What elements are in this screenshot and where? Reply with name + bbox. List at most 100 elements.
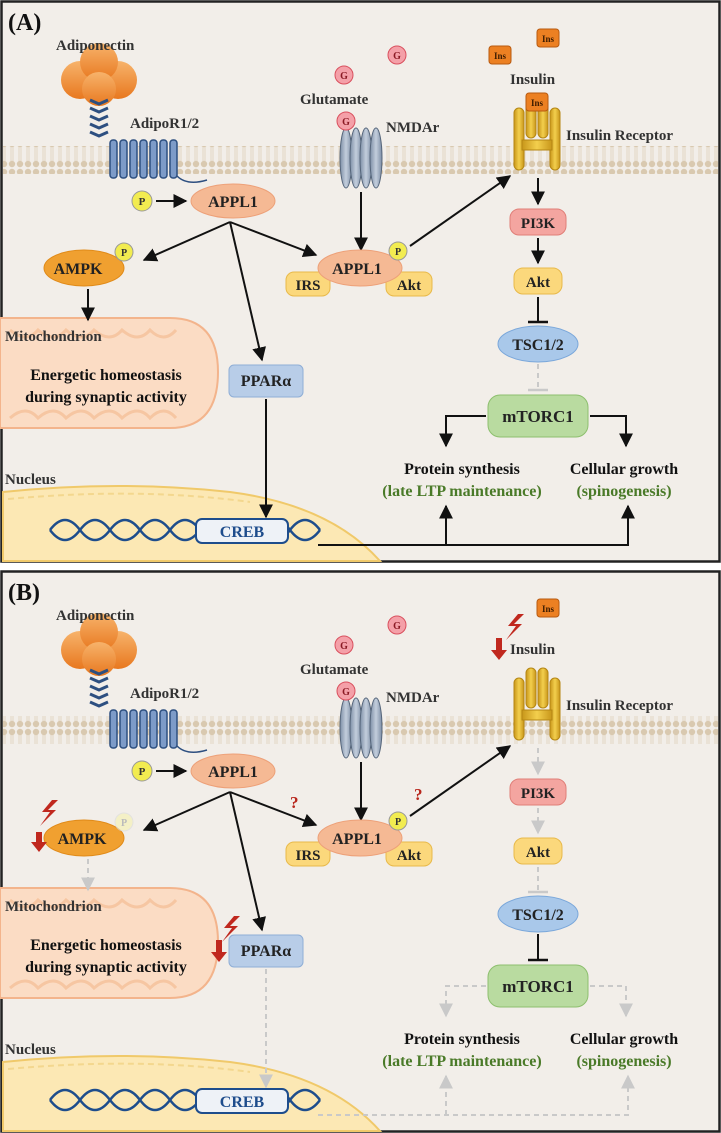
phospho-badge — [388, 241, 408, 261]
mitochondrion — [0, 317, 220, 429]
appl1-top-node — [190, 753, 276, 789]
glutamate-badge — [334, 65, 354, 85]
adipor-receptor — [109, 139, 208, 183]
tsc-node — [497, 325, 579, 363]
insulin-badge-text: Ins — [542, 604, 555, 614]
insulin-receptor-label: Insulin Receptor — [566, 128, 673, 144]
down-arrow-icon — [31, 832, 47, 852]
glutamate-badge-text: G — [342, 117, 350, 128]
energetic-label-2: during synaptic activity — [25, 959, 187, 976]
phospho-badge-text: P — [395, 817, 401, 828]
glutamate-label: Glutamate — [300, 662, 369, 678]
appl1-top-label: APPL1 — [208, 764, 258, 781]
protein-synthesis-label: Protein synthesis — [404, 461, 520, 478]
akt-mid-node — [385, 271, 433, 297]
question-mark: ? — [414, 785, 423, 804]
late-ltp-label: (late LTP maintenance) — [382, 1053, 541, 1070]
insulin-label: Insulin — [510, 72, 556, 88]
arrow-appl1-ppar — [229, 221, 266, 362]
dashed-mtor-growth — [590, 985, 633, 1018]
mitochondrion-label: Mitochondrion — [5, 899, 102, 915]
phospho-badge-text: P — [121, 818, 127, 829]
pi3k-label: PI3K — [521, 216, 556, 232]
mitochondrion-label: Mitochondrion — [5, 329, 102, 345]
arrow-appl1-receptor — [409, 175, 512, 247]
arrow-appl1-ampk — [142, 791, 231, 832]
mitochondrion — [0, 887, 220, 999]
insulin-receptor-label: Insulin Receptor — [566, 698, 673, 714]
glutamate-badge-text: G — [393, 621, 401, 632]
nmdar-channel — [339, 697, 383, 759]
mtorc1-node — [487, 964, 589, 1008]
akt-right-label: Akt — [526, 275, 550, 291]
panel-b: (B) Adiponectin AdipoR1/2 P APPL1 ? AMPK — [0, 570, 721, 1133]
mtorc1-node — [487, 394, 589, 438]
insulin-receptor — [513, 667, 561, 741]
spinogenesis-label: (spinogenesis) — [576, 483, 671, 500]
akt-mid-label: Akt — [397, 848, 421, 864]
adipor-receptor — [109, 709, 208, 753]
glutamate-badge-text: G — [393, 51, 401, 62]
nmdar-label: NMDAr — [386, 690, 440, 706]
late-ltp-label: (late LTP maintenance) — [382, 483, 541, 500]
akt-right-node — [513, 837, 563, 865]
down-arrow-icon — [211, 940, 227, 962]
pi3k-label: PI3K — [521, 786, 556, 802]
arrow-appl1-ampk — [142, 221, 231, 262]
panel-a: (A) Adiponectin AdipoR1/2 P APPL1 — [0, 0, 721, 563]
dashed-mtor-protein — [439, 985, 486, 1018]
arrow-appl1-receptor — [409, 745, 512, 817]
appl1-mid-node — [317, 249, 403, 287]
glutamate-badge — [387, 615, 407, 635]
energetic-label-2: during synaptic activity — [25, 389, 187, 406]
appl1-mid-label: APPL1 — [332, 831, 382, 848]
down-arrow-icon — [491, 638, 507, 660]
irs-label: IRS — [295, 848, 320, 864]
phospho-badge-text: P — [121, 248, 127, 259]
irs-node — [285, 271, 331, 297]
glutamate-badge — [334, 635, 354, 655]
phospho-badge-text: P — [395, 247, 401, 258]
arrow-appl1-ppar — [229, 791, 266, 932]
ppar-node — [228, 934, 304, 968]
panel-tag: (A) — [8, 10, 41, 36]
appl1-mid-node — [317, 819, 403, 857]
adiponectin-trimer — [61, 43, 137, 138]
cellular-growth-label: Cellular growth — [570, 461, 678, 478]
pi3k-node — [509, 208, 567, 236]
energetic-label-1: Energetic homeostasis — [30, 937, 182, 954]
ppar-node — [228, 364, 304, 398]
arrow-appl1-appl1 — [229, 791, 318, 828]
akt-right-label: Akt — [526, 845, 550, 861]
tsc-label: TSC1/2 — [512, 907, 564, 924]
mtorc1-label: mTORC1 — [502, 977, 573, 996]
insulin-badge — [536, 598, 560, 618]
phospho-badge — [131, 190, 153, 212]
phospho-badge-text: P — [139, 766, 146, 778]
tsc-label: TSC1/2 — [512, 337, 564, 354]
insulin-badge-text: Ins — [531, 98, 544, 108]
energetic-label-1: Energetic homeostasis — [30, 367, 182, 384]
insulin-badge-text: Ins — [494, 51, 507, 61]
panel-tag: (B) — [8, 580, 40, 606]
insulin-label: Insulin — [510, 642, 556, 658]
arrow-mtor-growth — [590, 415, 633, 448]
arrow-mtor-protein — [439, 415, 486, 448]
ampk-node — [43, 249, 125, 287]
akt-right-node — [513, 267, 563, 295]
mtorc1-label: mTORC1 — [502, 407, 573, 426]
dashed-creb-growth — [318, 1074, 635, 1116]
protein-synthesis-label: Protein synthesis — [404, 1031, 520, 1048]
phospho-badge-faded — [114, 812, 134, 832]
phospho-badge-text: P — [139, 196, 146, 208]
insulin-badge — [536, 28, 560, 48]
nucleus-label: Nucleus — [5, 472, 56, 488]
adipor-label: AdipoR1/2 — [130, 116, 199, 132]
adiponectin-label: Adiponectin — [56, 38, 135, 54]
cellular-growth-label: Cellular growth — [570, 1031, 678, 1048]
arrow-appl1-appl1 — [229, 221, 318, 258]
glutamate-badge — [336, 111, 356, 131]
appl1-top-label: APPL1 — [208, 194, 258, 211]
glutamate-badge-text: G — [340, 641, 348, 652]
